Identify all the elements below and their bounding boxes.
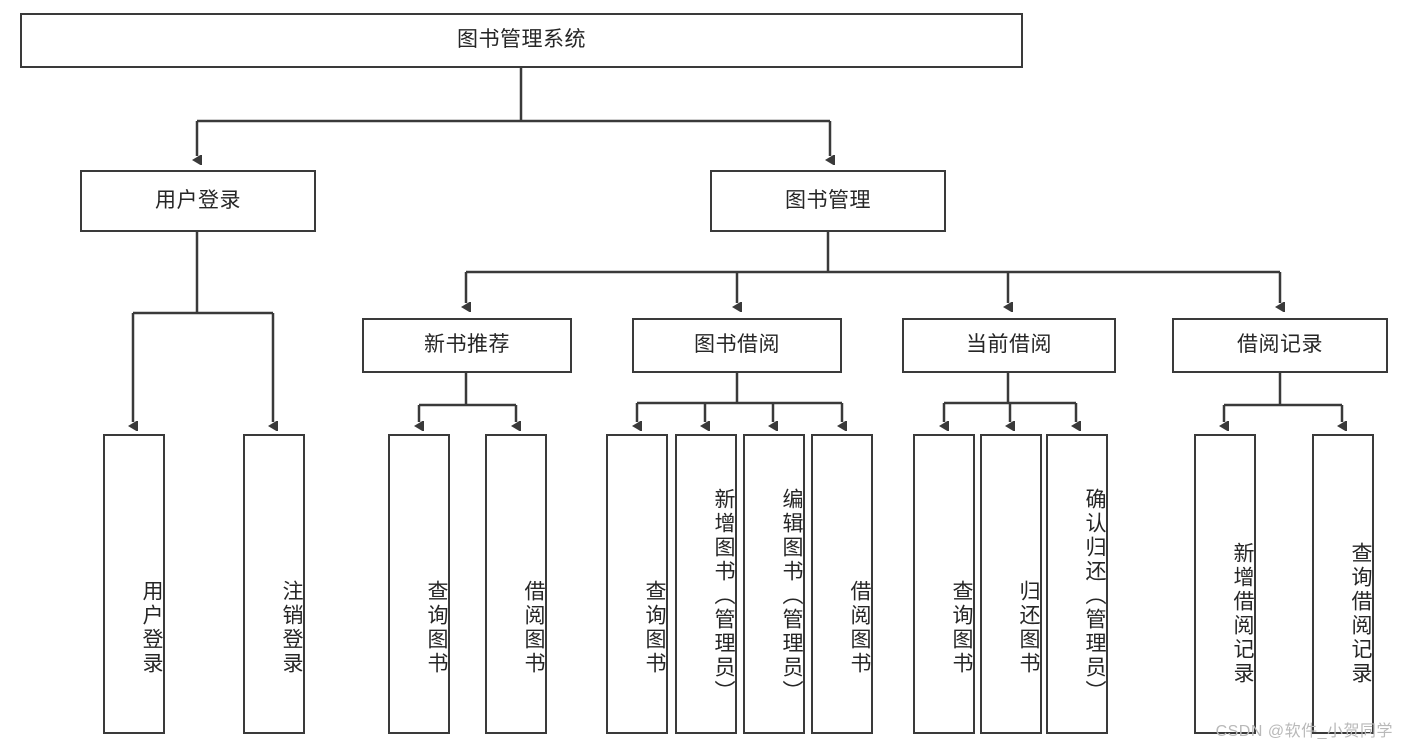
node-book-borrow[interactable]: 图书借阅	[632, 318, 842, 373]
node-book-management-system[interactable]: 图书管理系统	[20, 13, 1023, 68]
leaf-confirm-return-admin[interactable]: 确认归还（管理员）	[1046, 434, 1108, 734]
node-label: 编辑图书（管理员）	[780, 488, 803, 704]
leaf-borrow-book[interactable]: 借阅图书	[811, 434, 873, 734]
node-label: 新增图书（管理员）	[712, 488, 735, 704]
node-label: 图书管理系统	[457, 28, 586, 52]
node-label: 查询图书	[643, 580, 666, 676]
node-label: 图书借阅	[694, 333, 780, 357]
node-label: 当前借阅	[966, 333, 1052, 357]
node-label: 用户登录	[140, 580, 163, 676]
leaf-query-book-borrow[interactable]: 查询图书	[606, 434, 668, 734]
node-label: 用户登录	[155, 188, 241, 212]
node-label: 注销登录	[280, 580, 303, 676]
leaf-user-login[interactable]: 用户登录	[103, 434, 165, 734]
node-label: 借阅图书	[522, 580, 545, 676]
node-label: 归还图书	[1017, 580, 1040, 676]
node-book-management[interactable]: 图书管理	[710, 170, 946, 232]
leaf-borrow-book-recommend[interactable]: 借阅图书	[485, 434, 547, 734]
leaf-query-borrow-record[interactable]: 查询借阅记录	[1312, 434, 1374, 734]
node-new-book-recommend[interactable]: 新书推荐	[362, 318, 572, 373]
leaf-return-book[interactable]: 归还图书	[980, 434, 1042, 734]
node-label: 借阅图书	[848, 580, 871, 676]
leaf-logout-login[interactable]: 注销登录	[243, 434, 305, 734]
node-label: 图书管理	[785, 188, 871, 212]
node-current-borrow[interactable]: 当前借阅	[902, 318, 1116, 373]
leaf-add-book-admin[interactable]: 新增图书（管理员）	[675, 434, 737, 734]
node-label: 新增借阅记录	[1231, 542, 1254, 686]
leaf-edit-book-admin[interactable]: 编辑图书（管理员）	[743, 434, 805, 734]
csdn-watermark: CSDN @软件_小贺同学	[1215, 723, 1393, 740]
leaf-query-book-recommend[interactable]: 查询图书	[388, 434, 450, 734]
node-label: 查询图书	[425, 580, 448, 676]
node-user-login[interactable]: 用户登录	[80, 170, 316, 232]
leaf-add-borrow-record[interactable]: 新增借阅记录	[1194, 434, 1256, 734]
node-label: 新书推荐	[424, 333, 510, 357]
node-label: 查询图书	[950, 580, 973, 676]
node-label: 确认归还（管理员）	[1083, 488, 1106, 704]
node-borrow-record[interactable]: 借阅记录	[1172, 318, 1388, 373]
node-label: 查询借阅记录	[1349, 542, 1372, 686]
leaf-query-book-current[interactable]: 查询图书	[913, 434, 975, 734]
node-label: 借阅记录	[1237, 333, 1323, 357]
